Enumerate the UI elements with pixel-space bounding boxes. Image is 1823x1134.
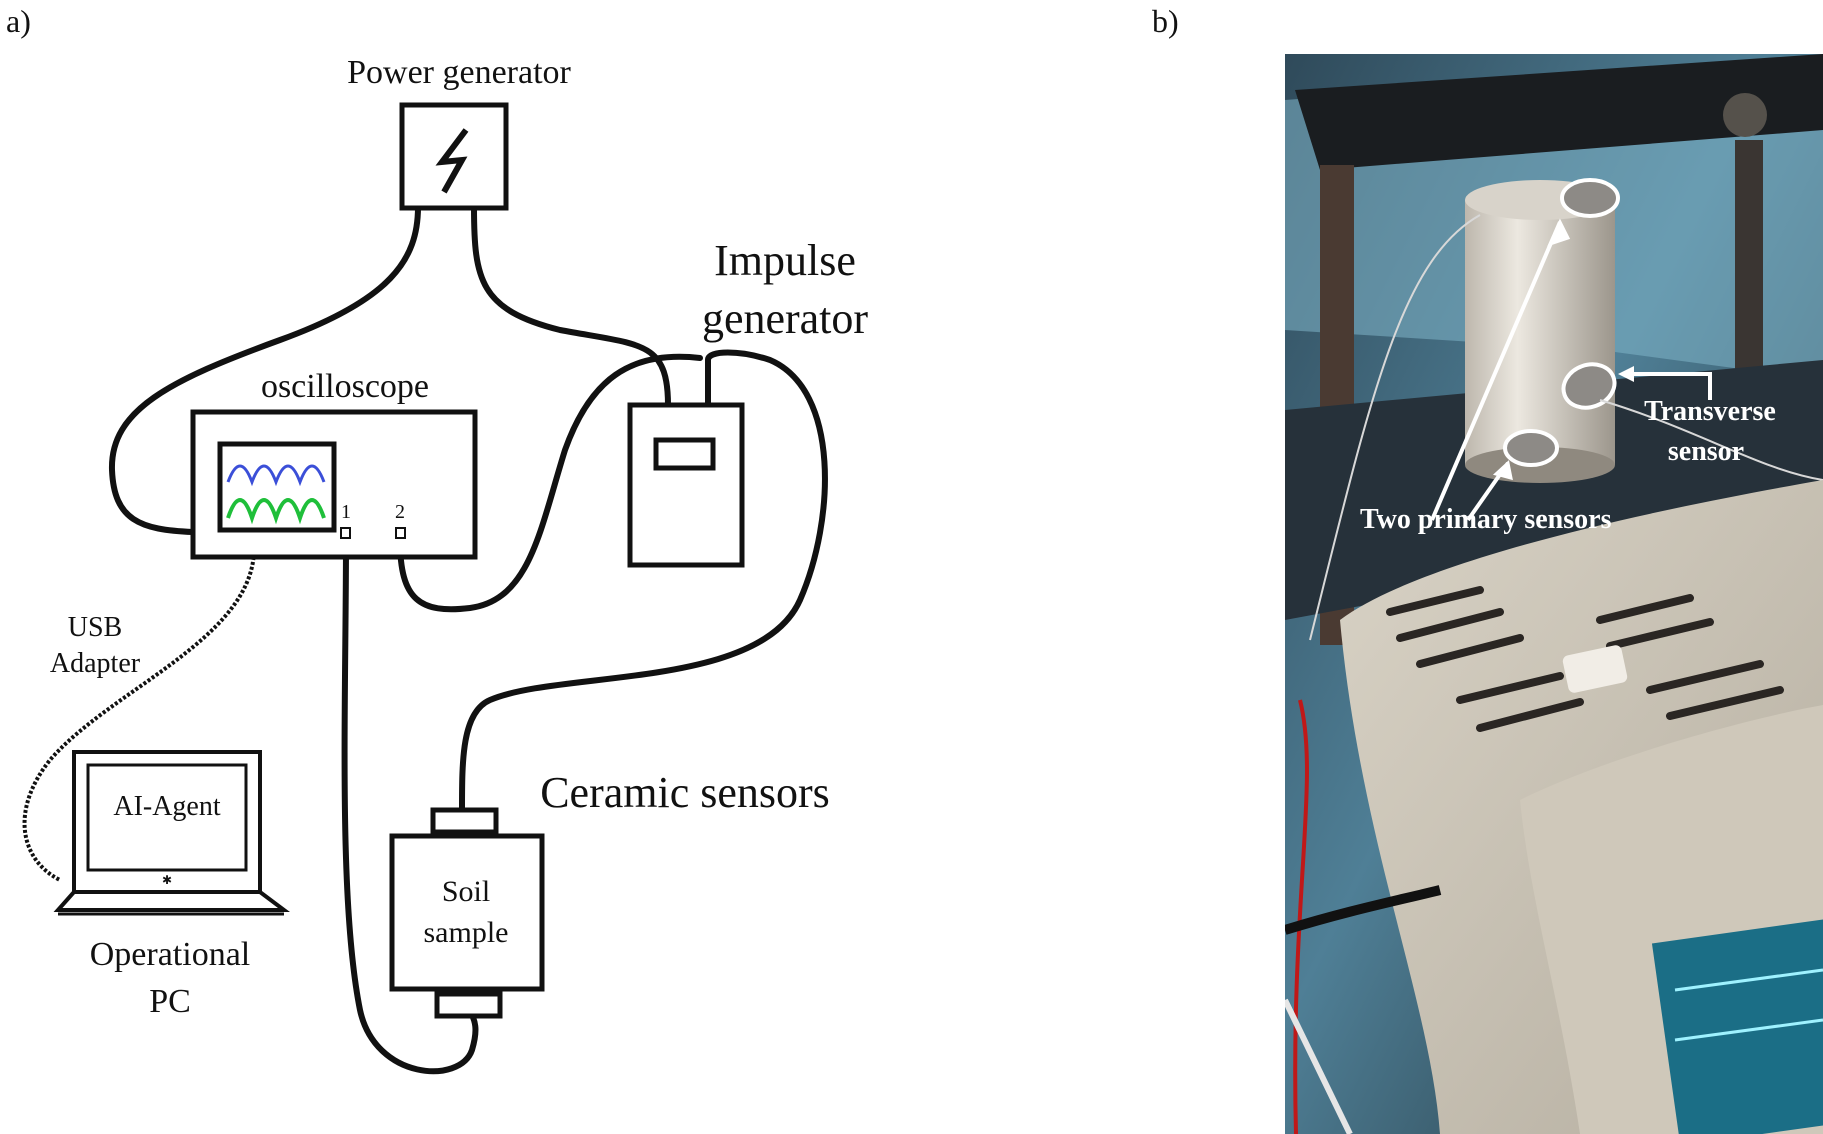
laptop-screen [86,763,248,872]
soil-sample-assembly: Soil sample Ceramic sensors [389,768,830,1019]
primary-sensor-bottom [1503,429,1559,467]
power-generator-label: Power generator [347,54,571,91]
ceramic-sensor-top [430,807,499,835]
primary-sensor-top [1560,178,1620,218]
transverse-sensor-label-2: sensor [1668,436,1744,467]
power-button [1562,645,1628,693]
sensor-wire-1 [1309,214,1481,641]
photo-oscilloscope-screen [1651,918,1823,1134]
panel-a-schematic: a) Power generator Impulse [6,3,868,1075]
waveform-upper [226,464,326,487]
soil-sample-box [389,833,545,992]
impulse-generator-display [653,437,716,471]
sensor-wire-2 [1599,399,1823,481]
wire-channel-1-to-bottom-sensor [341,537,479,1075]
wires [22,204,828,1075]
black-cable [1285,885,1442,935]
channel-2-port [395,527,406,539]
wire-impulse-to-channel-2 [397,353,703,613]
impulse-generator-label-1: Impulse [714,236,856,285]
photo-trace-1 [1674,968,1823,992]
white-cable [1285,998,1353,1134]
laptop-screen-text: AI-Agent [113,791,221,822]
laptop-base [53,890,290,912]
press-base [1285,360,1823,620]
panel-b-photo: b) [1152,3,1823,1134]
arrow-to-transverse-sensor [1625,372,1712,400]
soil-cylinder [1465,200,1615,465]
transverse-sensor-label-1: Transverse [1644,396,1776,427]
usb-cable [22,551,256,882]
transverse-sensor-marker [1561,362,1617,410]
ceramic-sensor-bottom [434,991,503,1019]
press-rod-right [1735,140,1763,380]
wire-power-to-oscilloscope [108,204,421,535]
arrow-to-top-sensor [1430,221,1562,521]
impulse-generator: Impulse generator [627,236,868,568]
impulse-generator-label-2: generator [702,294,868,343]
power-generator: Power generator [347,54,572,211]
usb-label-1: USB [68,612,122,643]
panel-a-label: a) [6,3,31,39]
panel-b-label: b) [1152,3,1179,39]
laptop-camera-icon: ✱ [162,873,172,887]
wire-impulse-to-top-sensor [459,349,828,813]
channel-1-label: 1 [341,501,351,523]
ceramic-sensors-label: Ceramic sensors [540,768,830,817]
channel-2-label: 2 [395,501,405,523]
power-generator-box [399,102,509,211]
red-cable [1293,699,1309,1134]
photo-trace-2 [1674,1018,1823,1042]
channel-1-port [340,527,351,539]
arrow-head-bottom [1492,460,1513,481]
press-top-plate [1295,54,1823,170]
usb-label-2: Adapter [50,648,141,679]
soil-label-2: sample [424,916,509,949]
arrow-head-top [1547,218,1571,247]
lightning-icon [435,128,469,194]
usb-adapter: USB Adapter [50,612,141,679]
press-bolt [1723,93,1767,137]
waveform-lower [226,498,326,525]
vent-slots [1386,586,1784,732]
pc-label-1: Operational [90,936,251,973]
oscilloscope: 1 2 oscilloscope [190,368,478,560]
primary-sensors-label: Two primary sensors [1360,504,1612,535]
pc-label-2: PC [149,983,191,1020]
lab-photo: Transverse sensor Two primary sensors [1285,54,1823,1134]
oscilloscope-label: oscilloscope [261,368,429,405]
impulse-generator-box [627,402,745,568]
wire-power-to-impulse [471,204,671,408]
arrow-head-transverse [1618,366,1634,382]
soil-label-1: Soil [442,875,490,908]
operational-pc: AI-Agent ✱ Operational PC [53,750,290,1020]
